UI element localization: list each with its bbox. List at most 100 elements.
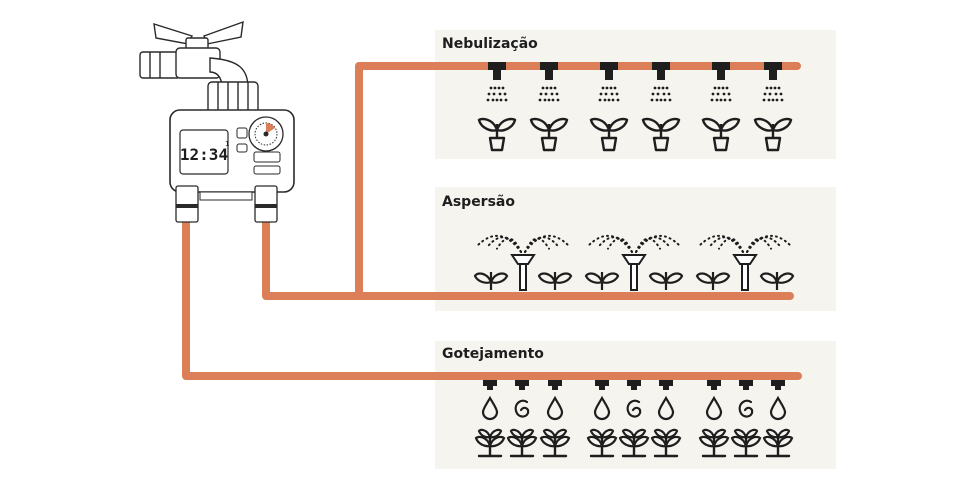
small-plant-icon bbox=[473, 272, 509, 290]
nozzle-tip bbox=[493, 70, 501, 80]
sprinkler-head bbox=[621, 254, 647, 265]
small-plant-icon bbox=[695, 272, 731, 290]
plant-leaf-left bbox=[537, 272, 557, 284]
sprout-leaf-top-left bbox=[589, 428, 604, 439]
mist-droplet bbox=[656, 92, 660, 96]
mist-spray bbox=[650, 86, 672, 102]
dripper-icon bbox=[593, 380, 611, 421]
mist-spray bbox=[486, 86, 508, 102]
mist-droplet bbox=[553, 86, 557, 90]
plant-leaf-left bbox=[584, 272, 604, 284]
mist-droplet bbox=[604, 92, 608, 96]
small-plant-icon bbox=[537, 272, 573, 290]
mist-nozzle-icon bbox=[762, 62, 784, 102]
nozzle-tip bbox=[657, 70, 665, 80]
sprout-leaf-right bbox=[744, 435, 762, 448]
timer-button-4 bbox=[253, 165, 281, 175]
mist-nozzle-icon bbox=[598, 62, 620, 102]
dripper-tip bbox=[552, 386, 558, 390]
mist-droplet bbox=[665, 86, 669, 90]
sprout-leaf-top-right bbox=[712, 428, 727, 439]
mist-droplet bbox=[667, 92, 671, 96]
sprinkler-riser bbox=[519, 263, 527, 291]
plant-leaf-left bbox=[759, 272, 779, 284]
zone-label-misting: Nebulização bbox=[442, 36, 538, 52]
sprout-leaf-top-left bbox=[542, 428, 557, 439]
mist-nozzle-icon bbox=[650, 62, 672, 102]
mist-droplet bbox=[721, 86, 725, 90]
spray-arc-left bbox=[496, 237, 522, 253]
mist-droplet bbox=[541, 86, 545, 90]
sprinkler-head bbox=[510, 254, 536, 265]
plant-pot bbox=[764, 136, 782, 152]
sprout-leaf-top-left bbox=[765, 428, 780, 439]
sprout-leaf-right bbox=[632, 435, 650, 448]
mist-droplet bbox=[663, 98, 667, 102]
mist-droplet bbox=[765, 86, 769, 90]
mist-droplet bbox=[489, 86, 493, 90]
mist-droplet bbox=[491, 98, 495, 102]
sprout-icon bbox=[506, 428, 538, 458]
sprout-leaf-top-right bbox=[632, 428, 647, 439]
plant-leaf-right bbox=[600, 272, 620, 284]
mist-droplet bbox=[486, 98, 490, 102]
dripper-body bbox=[659, 380, 673, 386]
sprout-icon bbox=[650, 428, 682, 458]
potted-plant-icon bbox=[477, 117, 517, 152]
plant-leaf-left bbox=[477, 117, 499, 132]
sprout-leaf-top-left bbox=[509, 428, 524, 439]
sprout-leaf-top-right bbox=[744, 428, 759, 439]
sprout-icon bbox=[586, 428, 618, 458]
dripper-tip bbox=[599, 386, 605, 390]
sprout-leaf-left bbox=[586, 435, 604, 448]
mist-droplet bbox=[710, 98, 714, 102]
spray-arc-right bbox=[635, 236, 671, 253]
mist-droplet bbox=[610, 92, 614, 96]
mist-droplet bbox=[611, 98, 615, 102]
mist-nozzle-icon bbox=[710, 62, 732, 102]
mist-droplet bbox=[768, 92, 772, 96]
mist-droplet bbox=[599, 92, 603, 96]
sprout-leaf-right bbox=[553, 435, 571, 448]
sprout-leaf-top-left bbox=[701, 428, 716, 439]
mist-droplet bbox=[655, 98, 659, 102]
mist-droplet bbox=[767, 98, 771, 102]
nozzle-body bbox=[652, 62, 670, 70]
faucet-tap bbox=[139, 20, 259, 115]
nozzle-tip bbox=[605, 70, 613, 80]
mist-droplet bbox=[556, 98, 560, 102]
sprout-leaf-right bbox=[520, 435, 538, 448]
sprout-leaf-left bbox=[506, 435, 524, 448]
plant-leaf-right bbox=[607, 117, 629, 132]
sprout-leaf-right bbox=[776, 435, 794, 448]
irrigation-timer: 12:34 1 bbox=[169, 109, 295, 223]
mist-droplet bbox=[725, 86, 729, 90]
timer-display-indicator: 1 bbox=[225, 140, 229, 148]
plant-pot bbox=[600, 136, 618, 152]
sprout-leaf-top-left bbox=[477, 428, 492, 439]
sprinkler-zone bbox=[473, 235, 795, 291]
plant-leaf-left bbox=[753, 117, 775, 132]
mist-droplet bbox=[551, 98, 555, 102]
plant-leaf-left bbox=[529, 117, 551, 132]
mist-spray bbox=[598, 86, 620, 102]
mist-droplet bbox=[497, 86, 501, 90]
mist-droplet bbox=[668, 98, 672, 102]
timer-display bbox=[179, 129, 229, 175]
sprout-icon bbox=[698, 428, 730, 458]
mist-spray bbox=[538, 86, 560, 102]
mist-droplet bbox=[601, 86, 605, 90]
mist-droplet bbox=[549, 86, 553, 90]
water-drop-icon bbox=[626, 399, 642, 418]
mist-droplet bbox=[717, 86, 721, 90]
nozzle-tip bbox=[717, 70, 725, 80]
mist-droplet bbox=[763, 92, 767, 96]
mist-droplet bbox=[728, 98, 732, 102]
potted-plant-icon bbox=[701, 117, 741, 152]
sprout-leaf-right bbox=[600, 435, 618, 448]
mist-droplet bbox=[495, 98, 499, 102]
plant-leaf-right bbox=[547, 117, 569, 132]
sprout-leaf-left bbox=[618, 435, 636, 448]
